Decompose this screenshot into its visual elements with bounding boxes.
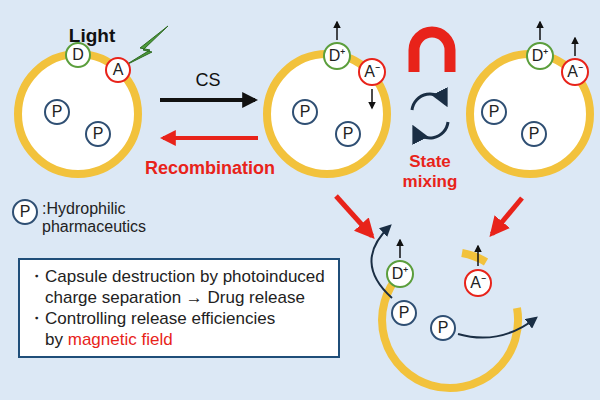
molecule-label: D	[72, 47, 84, 63]
molecule-label: P	[343, 126, 354, 142]
molecule-label: D⁺	[532, 48, 549, 64]
mixing-arrow	[414, 122, 448, 138]
cs-arrow	[160, 98, 255, 102]
diagram-label: State mixing	[395, 152, 465, 191]
molecule-circle: P	[44, 99, 70, 125]
mixing-arrow	[412, 94, 446, 110]
molecule-circle: A⁻	[561, 58, 589, 86]
release-arrow	[336, 196, 372, 236]
molecule-circle: P	[430, 315, 456, 341]
molecule-circle: A⁻	[464, 269, 492, 297]
molecule-circle: P	[85, 121, 111, 147]
capsule	[470, 54, 590, 174]
spin-arrow	[477, 246, 479, 266]
note-box: ・Capsule destruction by photoinduced cha…	[18, 258, 340, 358]
diagram-label: Recombination	[145, 158, 275, 179]
molecule-circle: P	[391, 300, 417, 326]
release-arrow	[492, 198, 522, 234]
molecule-circle: A	[105, 57, 131, 83]
molecule-label: P	[300, 104, 311, 120]
release-path	[458, 318, 536, 338]
molecule-circle: P	[12, 199, 38, 225]
magnet	[414, 32, 450, 72]
molecule-circle: D⁺	[323, 42, 351, 70]
capsule	[267, 54, 387, 174]
legend-text: :Hydrophilic pharmaceutics	[42, 200, 192, 237]
molecule-circle: D⁺	[386, 260, 414, 288]
molecule-label: P	[52, 104, 63, 120]
capsule	[18, 54, 138, 174]
molecule-circle: P	[481, 99, 507, 125]
molecule-label: A⁻	[364, 64, 380, 80]
molecule-circle: P	[292, 99, 318, 125]
release-path	[371, 226, 392, 298]
molecule-label: P	[93, 126, 104, 142]
diagram-label: CS	[195, 70, 220, 91]
molecule-label: A⁻	[567, 64, 583, 80]
spin-arrow	[539, 22, 541, 40]
molecule-label: P	[529, 126, 540, 142]
molecule-circle: P	[521, 121, 547, 147]
broken-capsule	[382, 274, 518, 388]
spin-arrow	[399, 240, 401, 258]
molecule-circle: P	[335, 121, 361, 147]
diagram-label: Light	[69, 25, 115, 47]
highlight-text: magnetic field	[68, 330, 173, 349]
spin-arrow	[336, 22, 338, 40]
molecule-circle: D⁺	[526, 42, 554, 70]
molecule-label: A⁻	[470, 275, 486, 291]
molecule-label: D⁺	[392, 266, 409, 282]
lightning-bolt	[124, 26, 168, 66]
molecule-label: P	[489, 104, 500, 120]
molecule-label: D⁺	[329, 48, 346, 64]
spin-arrow	[371, 89, 373, 108]
capsule-fragment	[462, 253, 486, 262]
molecule-label: P	[438, 320, 449, 336]
recombination-arrow	[163, 136, 258, 140]
molecule-circle: A⁻	[358, 58, 386, 86]
molecule-label: A	[113, 62, 124, 78]
molecule-label: P	[399, 305, 410, 321]
spin-arrow	[574, 38, 576, 56]
note-text: ・Capsule destruction by photoinduced cha…	[28, 267, 325, 307]
molecule-label: P	[20, 204, 31, 220]
